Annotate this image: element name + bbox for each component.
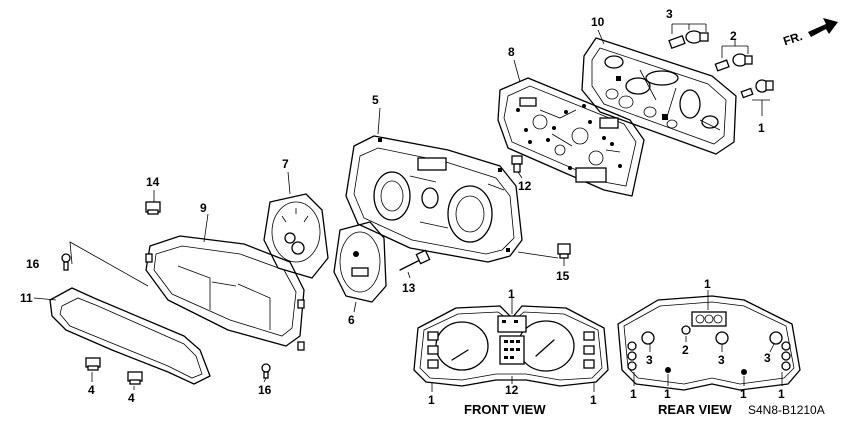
callout-13: 13 bbox=[402, 281, 416, 295]
rear-callout-1-a: 1 bbox=[630, 387, 637, 401]
bulb-part-2 bbox=[714, 53, 753, 72]
callout-7: 7 bbox=[282, 157, 289, 171]
screw-part-12 bbox=[511, 155, 523, 173]
callout-numbers: 10 3 2 1 8 5 7 12 14 9 16 15 13 11 6 4 4… bbox=[20, 7, 785, 407]
front-view-caption: FRONT VIEW bbox=[464, 402, 546, 417]
screws-and-clips bbox=[61, 253, 271, 385]
rear-callout-1-top: 1 bbox=[704, 277, 711, 291]
front-callout-1-top: 1 bbox=[508, 287, 515, 301]
visor-part bbox=[49, 287, 211, 385]
callout-15: 15 bbox=[556, 269, 570, 283]
front-callout-1-right: 1 bbox=[590, 393, 597, 407]
callout-9: 9 bbox=[200, 201, 207, 215]
leader-lines bbox=[33, 29, 605, 390]
clip-part-4-right bbox=[127, 371, 143, 385]
callout-2: 2 bbox=[730, 29, 737, 43]
direction-label: FR. bbox=[781, 29, 804, 48]
bulb-socket-part-13 bbox=[399, 249, 431, 271]
circuit-board-part bbox=[497, 77, 645, 197]
screw-part-16-lower bbox=[261, 363, 271, 379]
rear-callout-2: 2 bbox=[682, 343, 689, 357]
screw-part-16-upper bbox=[61, 253, 71, 271]
callout-14: 14 bbox=[146, 175, 160, 189]
rear-view-illustration bbox=[617, 290, 801, 391]
front-callout-12: 12 bbox=[505, 383, 519, 397]
rear-callout-3-right: 3 bbox=[764, 351, 771, 365]
bulb-part-1 bbox=[740, 79, 774, 99]
callout-12: 12 bbox=[518, 179, 532, 193]
clip-part-14 bbox=[145, 201, 161, 215]
rear-view-caption: REAR VIEW bbox=[658, 402, 732, 417]
callout-5: 5 bbox=[372, 93, 379, 107]
bulb-part-3 bbox=[668, 30, 709, 49]
bulb-parts bbox=[668, 23, 774, 116]
front-callout-1-left: 1 bbox=[428, 393, 435, 407]
rear-callout-1-d: 1 bbox=[778, 387, 785, 401]
lens-part bbox=[145, 235, 305, 351]
rear-housing-part bbox=[581, 37, 737, 155]
front-view-illustration bbox=[413, 296, 609, 392]
callout-10: 10 bbox=[591, 15, 605, 29]
callout-1: 1 bbox=[758, 121, 765, 135]
callout-8: 8 bbox=[508, 45, 515, 59]
rear-callout-1-c: 1 bbox=[740, 387, 747, 401]
rear-callout-3-left: 3 bbox=[646, 353, 653, 367]
callout-11: 11 bbox=[20, 291, 33, 305]
tachometer-dial-part bbox=[263, 193, 329, 279]
small-parts bbox=[145, 155, 571, 271]
clip-part-15 bbox=[557, 243, 571, 259]
callout-6: 6 bbox=[348, 313, 355, 327]
meter-case-part bbox=[345, 135, 523, 263]
callout-4-right: 4 bbox=[128, 391, 135, 405]
clip-part-4-left bbox=[85, 357, 101, 371]
rear-callout-1-b: 1 bbox=[664, 387, 671, 401]
callout-4-left: 4 bbox=[88, 383, 95, 397]
callout-16: 16 bbox=[26, 257, 40, 271]
rear-callout-3-middle: 3 bbox=[718, 353, 725, 367]
diagram-code: S4N8-B1210A bbox=[748, 403, 825, 417]
front-direction-arrow: FR. bbox=[781, 18, 838, 48]
callout-16-lower: 16 bbox=[258, 383, 272, 397]
speedometer-dial-part bbox=[333, 221, 387, 303]
callout-3: 3 bbox=[666, 7, 673, 21]
